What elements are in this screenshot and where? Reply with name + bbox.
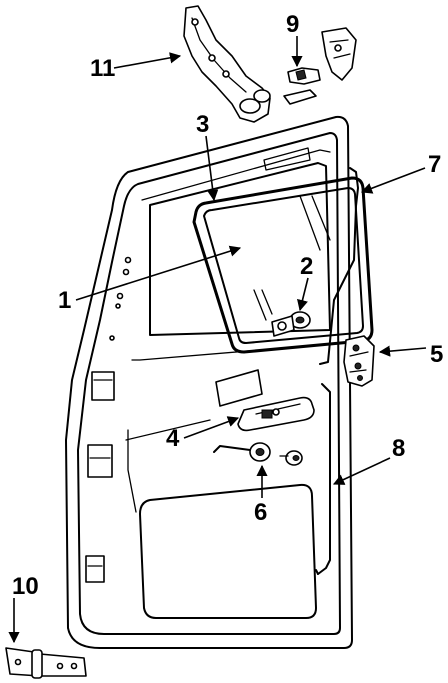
striker-assembly xyxy=(283,27,357,105)
callout-2: 2 xyxy=(300,253,313,280)
callout-4: 4 xyxy=(166,425,180,452)
edge-holes xyxy=(109,256,132,341)
outside-handle xyxy=(237,396,315,432)
leader-5 xyxy=(378,345,427,357)
leader-4 xyxy=(183,416,240,439)
door-shell xyxy=(65,115,353,649)
callout-5: 5 xyxy=(430,341,443,368)
window-opening xyxy=(149,162,331,336)
lower-hinge-plate xyxy=(85,555,105,583)
callout-labels: 11 9 3 7 1 2 5 4 6 8 10 xyxy=(12,11,443,600)
middle-hinge-plate xyxy=(87,444,113,478)
callout-6: 6 xyxy=(254,499,267,526)
leader-7 xyxy=(360,167,426,194)
callout-8: 8 xyxy=(392,435,405,462)
callout-10: 10 xyxy=(12,573,39,600)
lower-lock-rod xyxy=(317,383,331,575)
leader-11 xyxy=(113,52,182,69)
door-lock xyxy=(343,335,375,387)
callout-7: 7 xyxy=(428,151,441,178)
door-inner-flange xyxy=(77,132,341,635)
door-outer-edge xyxy=(65,115,353,649)
leader-8 xyxy=(332,457,391,485)
window-glass xyxy=(192,176,374,354)
lower-hinge xyxy=(5,647,87,679)
leader-3 xyxy=(205,135,219,202)
callout-11: 11 xyxy=(90,55,115,82)
glass-latch xyxy=(271,311,311,337)
handle-access-opening xyxy=(215,369,263,407)
leader-2 xyxy=(297,277,309,312)
upper-hinge-bracket xyxy=(183,5,271,123)
callout-3: 3 xyxy=(196,111,209,138)
lock-cylinder xyxy=(213,442,271,462)
leader-lines xyxy=(8,36,427,644)
upper-lock-rod xyxy=(319,167,359,365)
leader-1 xyxy=(75,245,242,301)
callout-1: 1 xyxy=(58,287,71,314)
callout-9: 9 xyxy=(286,11,299,38)
upper-hinge-plate xyxy=(91,371,115,401)
lower-panel xyxy=(139,483,317,619)
cylinder-retainer xyxy=(279,450,303,466)
